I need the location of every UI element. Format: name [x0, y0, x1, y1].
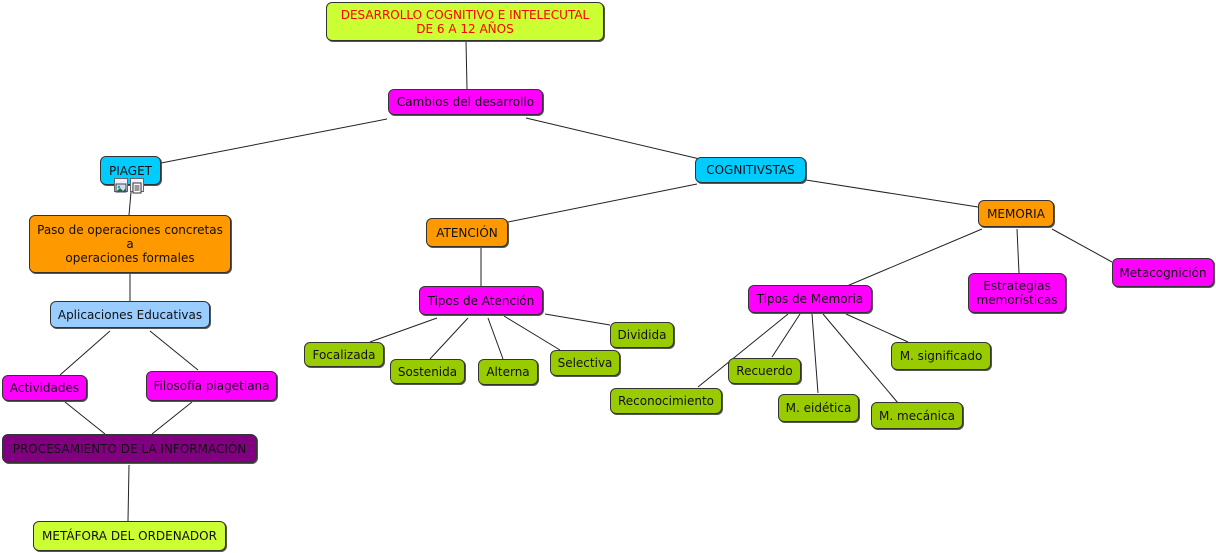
edge [507, 183, 698, 223]
note-icon[interactable] [130, 178, 144, 194]
edge [128, 191, 132, 216]
aplicaciones-educativas-node[interactable]: Aplicaciones Educativas [50, 301, 210, 328]
cognitivistas-node[interactable]: COGNITIVSTAS [695, 157, 806, 183]
actividades-node[interactable]: Actividades [2, 375, 87, 401]
paso-operaciones-node[interactable]: Paso de operaciones concretas a operacio… [29, 215, 231, 273]
piaget-node[interactable]: PIAGET [100, 156, 161, 185]
edge [151, 401, 193, 435]
edge [465, 40, 468, 90]
metafora-ordenador-node[interactable]: METÁFORA DEL ORDENADOR [33, 521, 226, 551]
edge [845, 313, 909, 343]
focalizada-node[interactable]: Focalizada [304, 342, 384, 367]
selectiva-node[interactable]: Selectiva [550, 350, 620, 376]
edge [771, 313, 801, 358]
edge [525, 117, 705, 161]
edge [697, 313, 789, 388]
edge [805, 179, 979, 208]
edge [127, 464, 130, 522]
root-topic-node[interactable]: DESARROLLO COGNITIVO E INTELECUTAL DE 6 … [326, 2, 604, 41]
procesamiento-informacion-node[interactable]: PROCESAMIENTO DE LA INFORMACIÓN [2, 434, 257, 463]
edge [846, 228, 983, 287]
edge [811, 313, 819, 394]
edge [429, 317, 469, 360]
m-eidetica-node[interactable]: M. eidética [778, 394, 859, 422]
cambios-desarrollo-node[interactable]: Cambios del desarrollo [388, 89, 543, 115]
sostenida-node[interactable]: Sostenida [390, 359, 465, 384]
atencion-node[interactable]: ATENCIÓN [426, 218, 508, 247]
reconocimiento-node[interactable]: Reconocimiento [610, 388, 722, 414]
alterna-node[interactable]: Alterna [478, 359, 538, 385]
estrategias-memoristicas-node[interactable]: Estrategias memorísticas [968, 273, 1066, 313]
edge [149, 330, 199, 371]
tipos-atencion-node[interactable]: Tipos de Atención [419, 286, 543, 315]
edge [1051, 228, 1113, 263]
memoria-node[interactable]: MEMORIA [978, 200, 1054, 227]
edge [544, 313, 611, 326]
image-icon[interactable] [114, 178, 128, 193]
piaget-attachments [114, 178, 144, 194]
dividida-node[interactable]: Dividida [610, 322, 674, 348]
edge [1016, 228, 1020, 274]
m-mecanica-node[interactable]: M. mecánica [871, 402, 963, 429]
recuerdo-node[interactable]: Recuerdo [728, 358, 801, 384]
tipos-memoria-node[interactable]: Tipos de Memoria [748, 285, 872, 313]
edge [503, 315, 561, 351]
edge [64, 401, 106, 435]
edge [822, 313, 899, 404]
edge [487, 317, 504, 360]
metacognicion-node[interactable]: Metacognición [1112, 258, 1214, 287]
m-significado-node[interactable]: M. significado [891, 342, 991, 370]
edge [59, 330, 111, 376]
edge [160, 118, 388, 164]
filosofia-piagetiana-node[interactable]: Filosofía piagetiana [146, 371, 277, 401]
edge [369, 317, 438, 343]
